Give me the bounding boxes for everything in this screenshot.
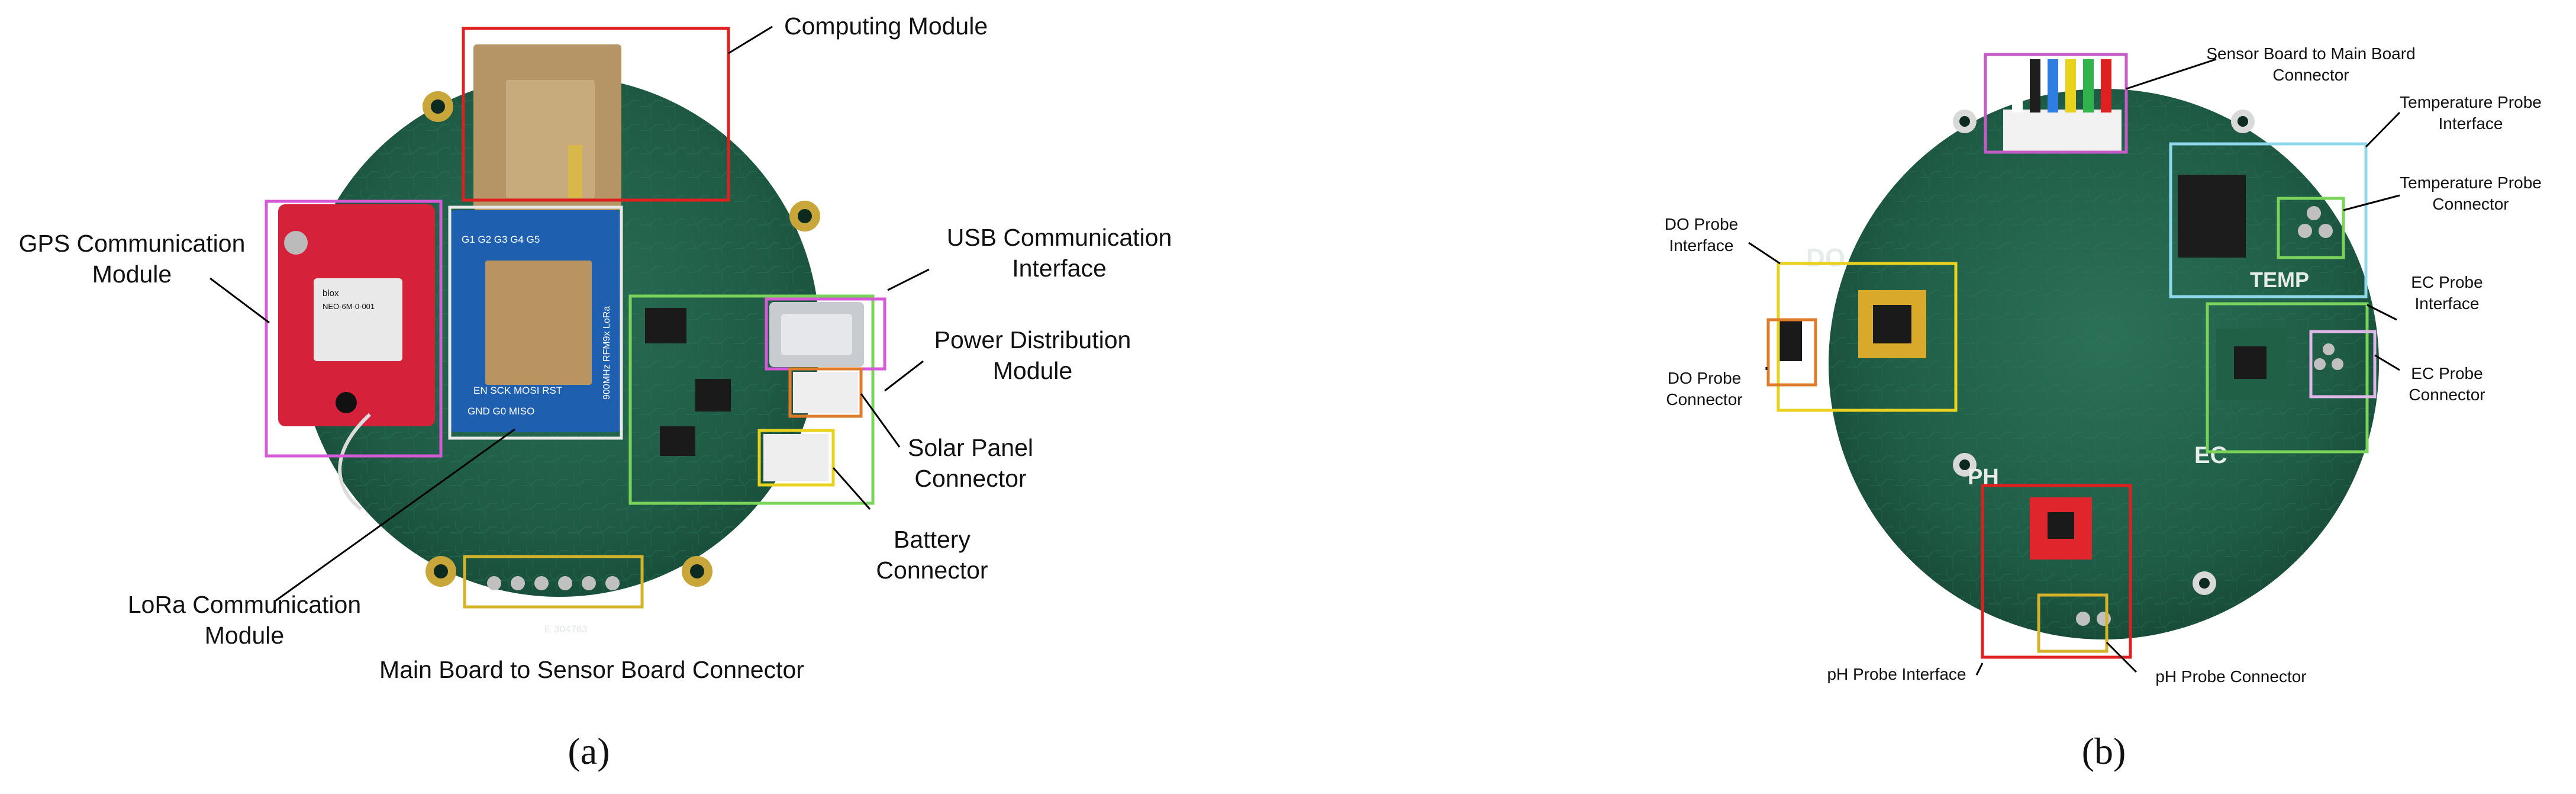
label-usb-line1: USB Communication	[947, 224, 1172, 251]
panel-a: blox NEO-6M-0-001 900MHz RFM9x LoRa G1 G…	[19, 12, 1172, 772]
label-sensor-to-main-line1: Sensor Board to Main Board	[2206, 44, 2415, 63]
gps-chip-print-1: blox	[323, 288, 339, 298]
lora-module-box	[448, 205, 623, 440]
do-interface-leader	[1748, 242, 1781, 265]
ec-connector-leader	[2374, 354, 2400, 371]
computing-module-box	[462, 27, 730, 202]
lora-pins-top-print: G1 G2 G3 G4 G5	[462, 234, 540, 245]
panel-b-tag: (b)	[2082, 730, 2126, 772]
power-distribution-box	[628, 294, 875, 505]
label-battery-line2: Connector	[876, 557, 988, 584]
main-to-sensor-box	[463, 555, 644, 609]
label-temp-interface-line2: Interface	[2439, 114, 2503, 133]
label-lora-line2: Module	[205, 622, 284, 649]
temp-connector-box	[2277, 197, 2345, 259]
temp-interface-leader	[2365, 111, 2401, 148]
label-ph-connector: pH Probe Connector	[2155, 667, 2306, 686]
label-ec-interface-line1: EC Probe	[2411, 273, 2482, 291]
panel-a-tag: (a)	[568, 730, 610, 772]
solar-connector-box	[788, 367, 863, 418]
label-battery-line1: Battery	[894, 526, 971, 553]
label-power-line1: Power Distribution	[934, 326, 1131, 353]
gps-module-box	[265, 200, 443, 458]
ph-interface-leader	[1975, 663, 1984, 676]
lora-pins-bot-print: GND G0 MISO	[468, 406, 534, 417]
ph-connector-leader	[2106, 641, 2137, 673]
label-gps-line1: GPS Communication	[19, 230, 246, 257]
label-do-connector-line2: Connector	[1666, 390, 1742, 409]
label-do-connector-line1: DO Probe	[1668, 369, 1742, 387]
lora-pins-mid-print: EN SCK MOSI RST	[473, 385, 562, 396]
label-temp-connector-line2: Connector	[2432, 195, 2509, 213]
silkscreen-ec: EC	[2194, 442, 2227, 468]
panel-b: DO TEMP EC PH Sensor Board to Main Board…	[1665, 44, 2542, 772]
silkscreen-temp: TEMP	[2250, 268, 2309, 292]
power-leader	[884, 360, 924, 392]
usb-leader	[887, 268, 930, 291]
label-power-line2: Module	[993, 357, 1072, 384]
ec-connector-box	[2309, 330, 2377, 398]
label-ec-connector-line2: Connector	[2409, 385, 2485, 404]
lora-leader	[275, 428, 515, 602]
label-lora-line1: LoRa Communication	[128, 591, 361, 618]
label-sensor-to-main-line2: Connector	[2272, 66, 2349, 84]
main-board-photo: blox NEO-6M-0-001 900MHz RFM9x LoRa G1 G…	[278, 44, 864, 635]
ph-interface-box	[1981, 484, 2132, 659]
label-computing-module: Computing Module	[784, 12, 988, 40]
label-solar-line2: Connector	[914, 465, 1026, 492]
ec-interface-leader	[2367, 304, 2397, 321]
label-do-interface-line1: DO Probe	[1665, 215, 1739, 233]
temp-connector-leader	[2343, 194, 2400, 211]
label-ec-interface-line2: Interface	[2415, 294, 2480, 313]
lora-module-print: 900MHz RFM9x LoRa	[602, 306, 612, 400]
label-gps-line2: Module	[92, 261, 172, 288]
label-temp-connector-line1: Temperature Probe	[2400, 173, 2542, 192]
ec-interface-box	[2206, 302, 2369, 454]
label-solar-line1: Solar Panel	[908, 434, 1033, 461]
silkscreen-do: DO	[1806, 243, 1845, 272]
gps-leader	[209, 277, 270, 324]
label-usb-line2: Interface	[1012, 255, 1107, 282]
battery-leader	[832, 467, 871, 510]
temp-interface-box	[2169, 142, 2368, 298]
gps-chip-print-2: NEO-6M-0-001	[323, 302, 375, 311]
computing-leader	[728, 25, 773, 54]
label-temp-interface-line1: Temperature Probe	[2400, 93, 2542, 111]
sensor-board-photo: DO TEMP EC PH	[1778, 59, 2379, 639]
label-main-to-sensor: Main Board to Sensor Board Connector	[379, 656, 804, 683]
solar-leader	[860, 393, 901, 448]
do-interface-box	[1777, 262, 1958, 412]
label-ph-interface: pH Probe Interface	[1827, 665, 1966, 683]
label-do-interface-line2: Interface	[1669, 236, 1734, 255]
label-ec-connector-line1: EC Probe	[2411, 364, 2482, 382]
sensor-to-main-leader	[2126, 58, 2217, 90]
sensor-to-main-box	[1984, 53, 2128, 154]
do-connector-box	[1766, 318, 1817, 387]
board-serial-print: E 304763	[544, 623, 588, 635]
ph-connector-box	[2037, 593, 2108, 653]
battery-connector-box	[757, 429, 835, 487]
